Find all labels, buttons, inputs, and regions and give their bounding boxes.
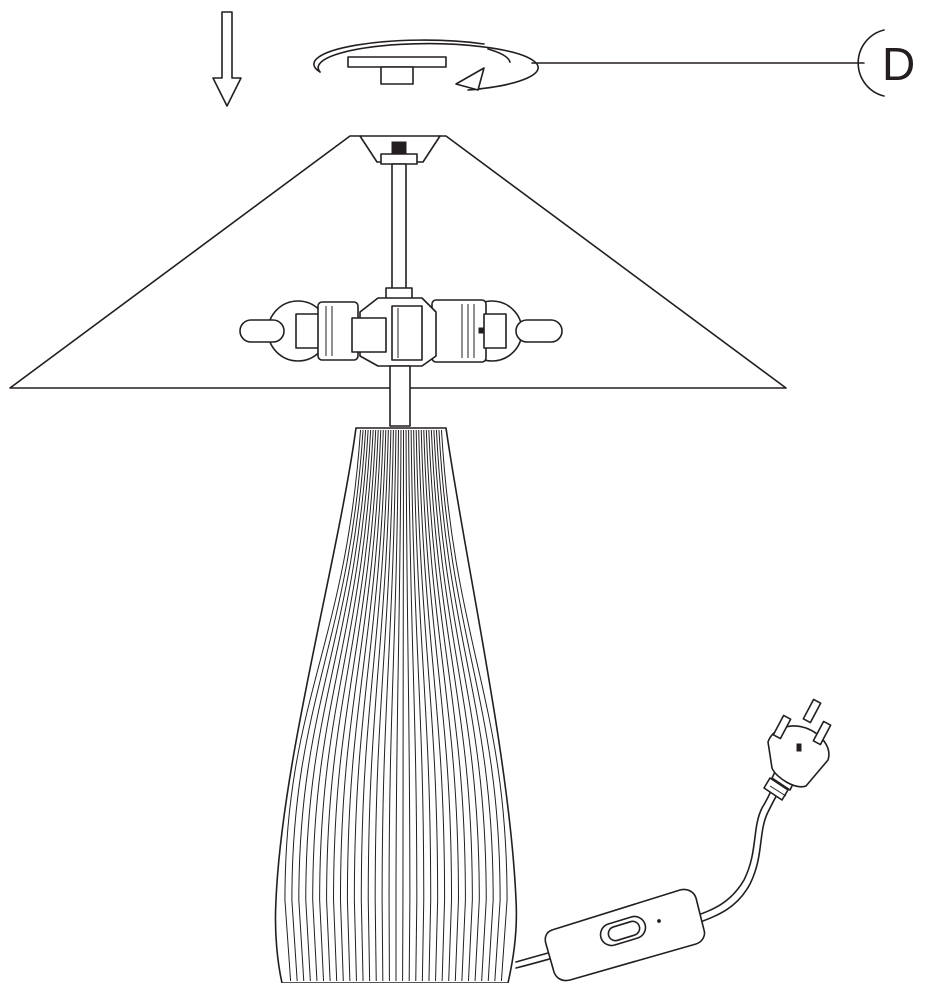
base-rib xyxy=(346,429,384,982)
base-rib xyxy=(420,429,453,982)
down-arrow-icon xyxy=(212,11,242,107)
base-rib xyxy=(438,429,501,982)
base-rib xyxy=(413,429,432,982)
base-rib xyxy=(428,429,473,982)
base-rib xyxy=(388,429,399,982)
base-rib xyxy=(381,429,397,982)
base-rib xyxy=(425,429,466,982)
harp-rod xyxy=(380,141,418,301)
base-rib xyxy=(319,429,374,982)
base-rib xyxy=(360,429,389,982)
base-rib xyxy=(298,429,367,982)
base-rib xyxy=(339,429,382,982)
base-rib xyxy=(435,429,494,982)
plug-icon xyxy=(763,698,832,801)
switch-icon xyxy=(544,888,706,982)
base-rib xyxy=(402,429,405,982)
base-rib xyxy=(440,429,508,982)
base-rib xyxy=(405,429,411,982)
lamp-base xyxy=(274,427,518,983)
base-rib xyxy=(353,429,387,982)
base-ribs xyxy=(284,429,508,982)
base-rib xyxy=(284,429,362,982)
base-rib xyxy=(326,429,377,982)
base-rib xyxy=(305,429,369,982)
lamp-holder-cluster xyxy=(239,297,563,367)
base-rib xyxy=(415,429,439,982)
base-rib xyxy=(408,429,418,982)
base-rib xyxy=(430,429,480,982)
base-rib xyxy=(423,429,459,982)
base-rib xyxy=(395,429,402,981)
base-rib xyxy=(433,429,487,982)
finial-part xyxy=(313,39,539,91)
base-rib xyxy=(333,429,379,982)
callout-letter: D xyxy=(882,38,915,90)
base-rib xyxy=(291,429,364,982)
callout-d: D xyxy=(531,29,915,97)
base-rib xyxy=(418,429,446,982)
rotate-arrow-icon xyxy=(455,67,485,91)
base-rib xyxy=(312,429,372,982)
base-rib xyxy=(410,429,425,982)
base-rib xyxy=(374,429,394,982)
base-rib xyxy=(367,429,392,982)
neck-rod xyxy=(389,365,411,427)
